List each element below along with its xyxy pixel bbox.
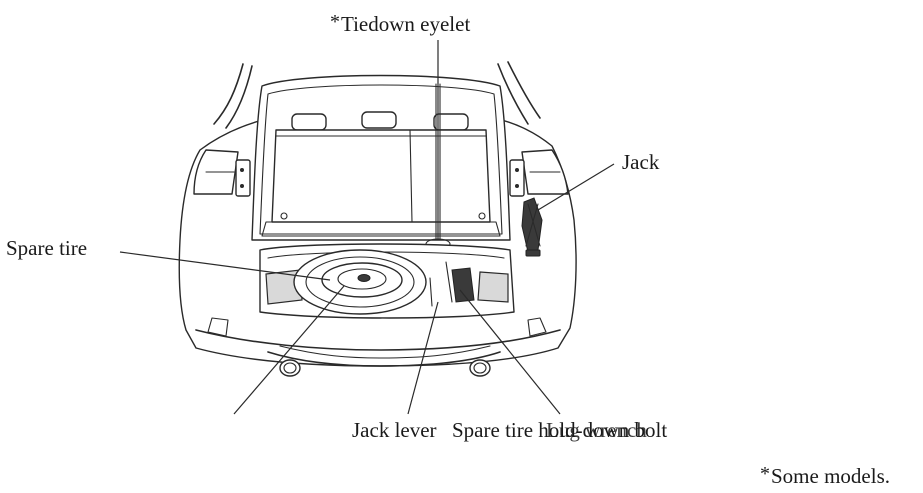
label-tiedown-eyelet: *Tiedown eyelet (330, 10, 470, 36)
footnote-text: Some models. (771, 464, 890, 488)
label-jack: Jack (622, 150, 659, 174)
footnote-asterisk: * (760, 463, 770, 485)
footnote: *Some models. (760, 462, 890, 488)
spare-tire (294, 250, 426, 314)
label-lug-wrench: Lug wrench (546, 418, 647, 442)
asterisk-marker: * (330, 11, 340, 33)
label-jack-lever: Jack lever (352, 418, 437, 442)
label-tiedown-eyelet-text: Tiedown eyelet (341, 12, 470, 36)
label-spare-tire: Spare tire (6, 236, 87, 260)
tailgate-opening (252, 76, 510, 241)
